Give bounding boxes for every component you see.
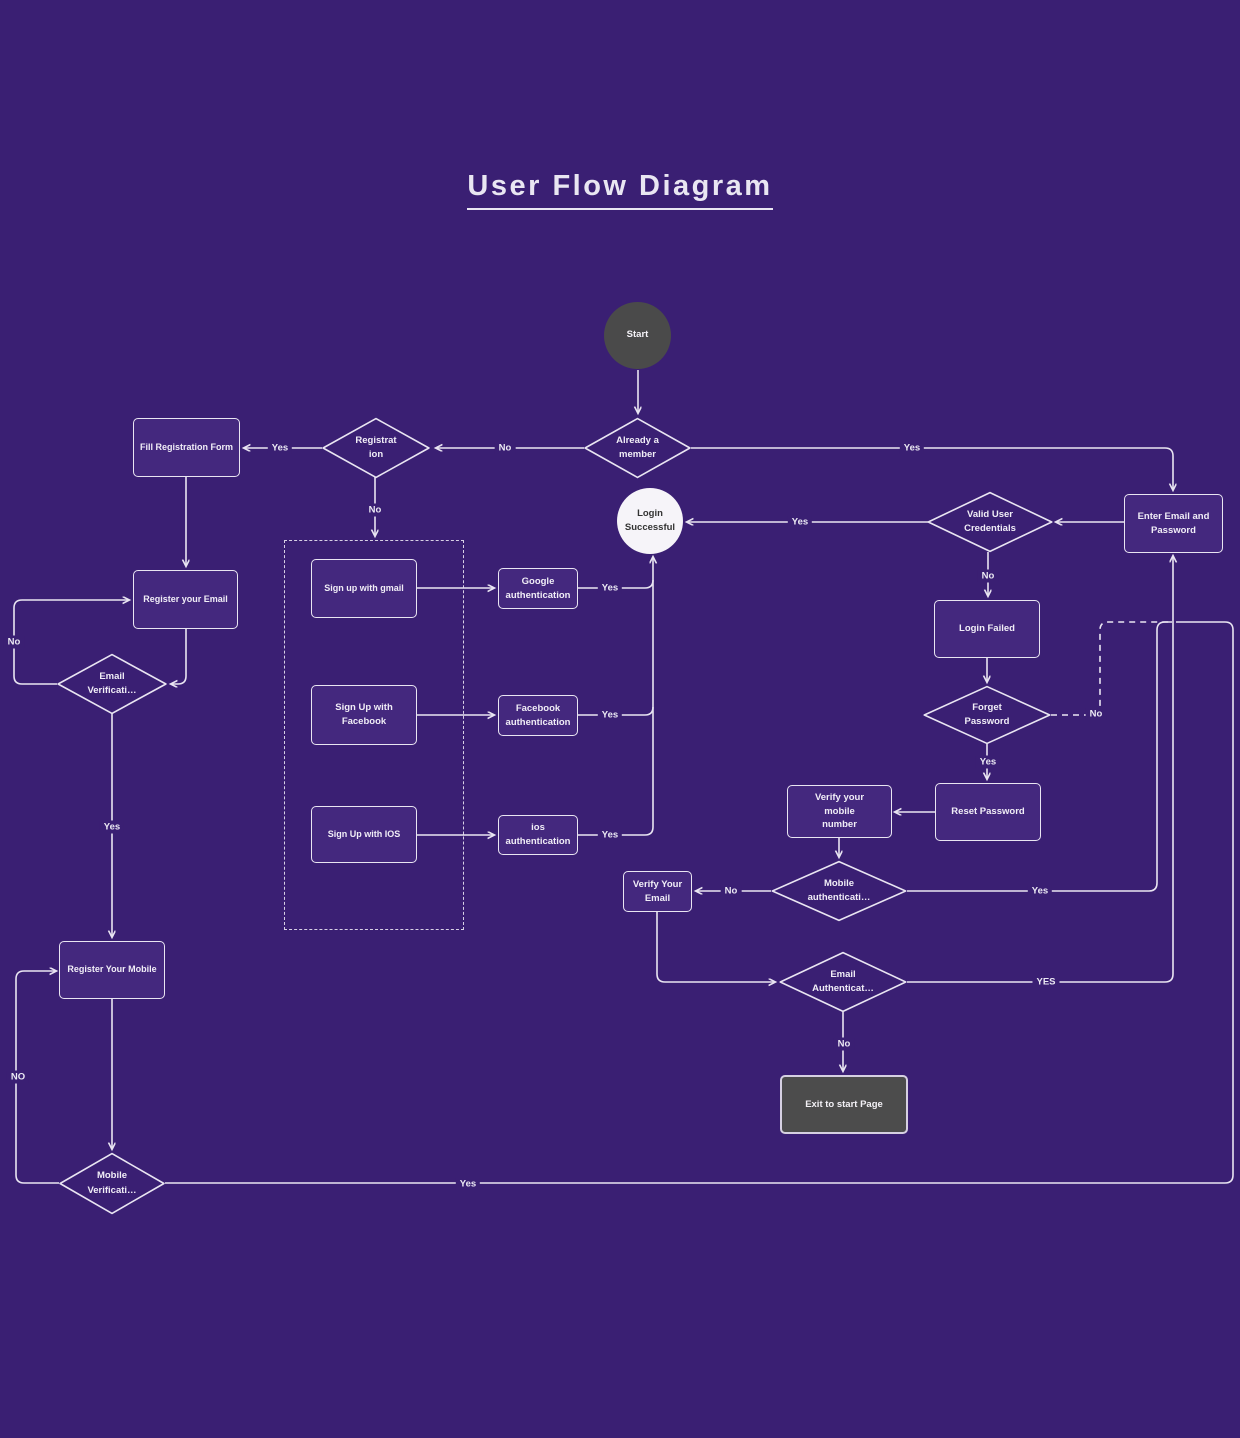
node-label: Sign Up with Facebook	[335, 702, 393, 727]
edge-label-email-auth-no: No	[833, 1037, 855, 1051]
diagram-title: User Flow Diagram	[0, 170, 1240, 210]
edge-label-mobile-auth-yes: Yes	[1027, 884, 1053, 898]
signup-group-container	[284, 540, 464, 930]
node-label: Login Successful	[624, 507, 676, 533]
node-mobile-verification[interactable]: Mobile Verificati…	[59, 1153, 165, 1214]
node-verify-mobile-number[interactable]: Verify your mobile number	[787, 785, 892, 838]
node-signup-facebook[interactable]: Sign Up with Facebook	[311, 685, 417, 745]
node-enter-email-password[interactable]: Enter Email and Password	[1124, 494, 1223, 553]
node-valid-user-credentials[interactable]: Valid User Credentials	[927, 492, 1053, 552]
node-already-member[interactable]: Already a member	[584, 418, 691, 478]
edge-ios-auth-yes-to-login-successful	[578, 557, 653, 836]
node-label: Valid User Credentials	[964, 508, 1016, 534]
node-fill-registration-form[interactable]: Fill Registration Form	[133, 418, 240, 477]
node-verify-your-email[interactable]: Verify Your Email	[623, 871, 692, 912]
node-label: Already a member	[616, 434, 659, 460]
node-label: Google authentication	[505, 575, 571, 601]
edge-label-valid-yes: Yes	[787, 515, 813, 529]
diamond-shape	[771, 861, 907, 921]
node-label: Email Authenticat…	[812, 968, 874, 994]
node-ios-auth[interactable]: ios authentication	[498, 815, 578, 855]
node-label: ios authentication	[505, 822, 571, 847]
node-mobile-authentication[interactable]: Mobile authenticati…	[771, 861, 907, 921]
node-label: Mobile Verificati…	[87, 1170, 137, 1196]
diamond-shape	[923, 686, 1051, 744]
node-label: Facebook authentication	[505, 702, 571, 728]
node-label: Register your Email	[143, 593, 228, 604]
node-exit-start-page[interactable]: Exit to start Page	[780, 1075, 908, 1134]
edge-label-member-no: No	[494, 441, 516, 455]
diamond-shape	[779, 952, 907, 1012]
node-label: Fill Registration Form	[139, 441, 233, 452]
edge-label-ios-yes: Yes	[597, 828, 623, 842]
node-email-verification[interactable]: Email Verificati…	[57, 654, 167, 714]
node-label: Sign up with gmail	[324, 582, 404, 593]
node-facebook-auth[interactable]: Facebook authentication	[498, 695, 578, 736]
edge-label-email-verif-no: No	[3, 635, 25, 649]
edge-verify-email-to-email-auth	[656, 912, 775, 982]
edge-register-email-to-email-verification	[171, 629, 187, 684]
edge-label-mobile-verif-no: NO	[6, 1070, 30, 1084]
node-register-your-email[interactable]: Register your Email	[133, 570, 238, 629]
node-registration[interactable]: Registrat ion	[322, 418, 430, 478]
node-reset-password[interactable]: Reset Password	[935, 783, 1041, 841]
diamond-shape	[59, 1153, 165, 1214]
edge-label-valid-no: No	[977, 569, 999, 583]
node-email-authentication[interactable]: Email Authenticat…	[779, 952, 907, 1012]
node-label: Reset Password	[951, 806, 1025, 818]
node-label: Exit to start Page	[805, 1098, 883, 1110]
node-label: Register Your Mobile	[67, 964, 157, 975]
node-label: Sign Up with IOS	[327, 828, 401, 839]
node-label: Verify Your Email	[632, 878, 683, 904]
diagram-title-text: User Flow Diagram	[467, 170, 773, 210]
diamond-shape	[927, 492, 1053, 552]
node-start[interactable]: Start	[604, 302, 671, 369]
edge-label-registration-no: No	[364, 503, 386, 517]
edge-label-forget-no: No	[1085, 707, 1107, 721]
node-label: Mobile authenticati…	[807, 877, 871, 903]
diamond-shape	[322, 418, 430, 478]
edge-label-email-auth-yes: YES	[1032, 975, 1060, 989]
node-label: Login Failed	[959, 623, 1015, 635]
node-label: Enter Email and Password	[1137, 510, 1210, 536]
edge-label-facebook-yes: Yes	[597, 708, 623, 722]
edge-forget-password-no-branch	[1051, 621, 1170, 716]
edge-label-forget-yes: Yes	[975, 755, 1001, 769]
node-label: Forget Password	[964, 701, 1010, 727]
node-google-auth[interactable]: Google authentication	[498, 568, 578, 609]
node-label: Registrat ion	[355, 434, 397, 460]
node-login-successful[interactable]: Login Successful	[617, 488, 683, 554]
node-login-failed[interactable]: Login Failed	[934, 600, 1040, 658]
edge-label-mobile-auth-no: No	[720, 884, 742, 898]
node-label: Verify your mobile number	[814, 791, 865, 831]
edge-label-member-yes: Yes	[899, 441, 925, 455]
edge-label-email-verif-yes: Yes	[99, 820, 125, 834]
diamond-shape	[57, 654, 167, 714]
diamond-shape	[584, 418, 691, 478]
node-register-your-mobile[interactable]: Register Your Mobile	[59, 941, 165, 999]
node-forget-password[interactable]: Forget Password	[923, 686, 1051, 744]
edge-label-registration-yes: Yes	[267, 441, 293, 455]
node-signup-gmail[interactable]: Sign up with gmail	[311, 559, 417, 618]
edge-label-mobile-verif-yes: Yes	[455, 1177, 481, 1191]
node-label: Start	[626, 329, 649, 341]
edge-label-google-yes: Yes	[597, 581, 623, 595]
node-signup-ios[interactable]: Sign Up with IOS	[311, 806, 417, 863]
edge-already-member-to-enter-email	[691, 447, 1173, 490]
edge-mobile-auth-yes-branch	[907, 621, 1172, 892]
node-label: Email Verificati…	[87, 670, 137, 696]
